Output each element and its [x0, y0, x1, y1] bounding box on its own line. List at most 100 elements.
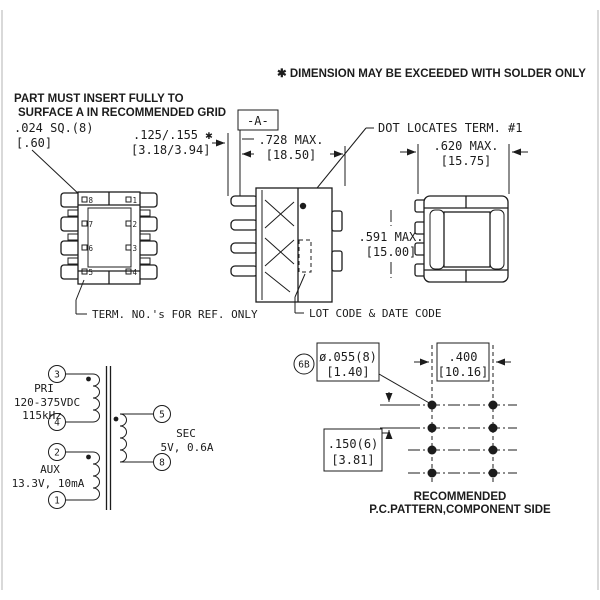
pc-pad [427, 423, 437, 433]
body-depth-dim: .620 MAX. [15.75] [400, 139, 528, 194]
datum-a: -A- [237, 109, 279, 196]
pin-tab [60, 216, 81, 232]
body-height-mm: [15.00] [366, 245, 417, 259]
lot-code-label: LOT CODE & DATE CODE [309, 307, 441, 320]
pc-pad [427, 468, 437, 478]
terminal-pad [81, 268, 88, 275]
terminal-number: 1 [133, 196, 138, 205]
term-ref-label: TERM. NO.'s FOR REF. ONLY [92, 308, 258, 321]
body-height-dim: .591 MAX. [15.00] [358, 210, 424, 278]
pri-polarity-dot [86, 376, 91, 382]
insertion-note-line1: PART MUST INSERT FULLY TO [14, 93, 184, 105]
pc-pad [427, 400, 437, 410]
front-view [414, 195, 509, 283]
pin-tab [60, 240, 81, 256]
terminal-pad [125, 268, 132, 275]
hole-dia-leader [378, 373, 432, 405]
pad-square-leader-line [31, 149, 83, 198]
pin [230, 195, 259, 207]
pin-length-dim: .125/.155 ✱ [3.18/3.94] [131, 128, 229, 196]
terminal-pad [81, 196, 88, 203]
pin [230, 242, 259, 254]
bobbin-notch [139, 233, 151, 241]
body-height-in: .591 MAX. [358, 230, 423, 244]
body-depth-mm: [15.75] [441, 154, 492, 168]
term1-dot [299, 202, 307, 210]
bobbin-window [87, 207, 132, 268]
y-pitch-box [323, 428, 383, 472]
side-view [230, 187, 343, 303]
winding-detail-lines [264, 199, 295, 293]
terminal-number: 8 [89, 196, 94, 205]
pin [230, 265, 259, 277]
sec-spec: 5V, 0.6A [161, 441, 214, 454]
pc-pad [488, 468, 498, 478]
pin-length-in: .125/.155 ✱ [133, 128, 212, 142]
body-depth-in: .620 MAX. [433, 139, 498, 153]
datum-a-label: -A- [247, 114, 269, 128]
pc-pad [488, 445, 498, 455]
pri-spec1: 120-375VDC [14, 396, 80, 409]
schematic: 3 4 PRI 120-375VDC 115kHz 2 1 AUX 13.3V,… [12, 365, 214, 510]
pin [230, 219, 259, 231]
core-face [443, 211, 491, 268]
balloon-circle [293, 353, 315, 375]
bobbin-notch [139, 257, 151, 265]
terminal-number: 4 [133, 268, 138, 277]
hole-dia-in: ø.055(8) [319, 350, 377, 364]
pc-pad [427, 445, 437, 455]
pin-tab [60, 264, 81, 280]
y-pitch-in: .150(6) [328, 437, 379, 451]
side-view-body [255, 187, 333, 303]
term-ref-note: TERM. NO.'s FOR REF. ONLY [75, 279, 258, 321]
sec-coil [119, 413, 127, 463]
sec-polarity-dot [113, 416, 119, 422]
terminal-1-label: 1 [54, 496, 60, 507]
aux-coil [92, 451, 100, 501]
bobbin-notch [67, 209, 79, 217]
sec-label: SEC [176, 427, 196, 440]
hole-dia-mm: [1.40] [326, 365, 369, 379]
pin-length-mm: [3.18/3.94] [131, 143, 210, 157]
pin-tab [137, 216, 158, 232]
pc-pattern: 6B ø.055(8) [1.40] .400 [10.16] .150(6) … [293, 342, 551, 516]
terminal-pad [125, 196, 132, 203]
pc-pad [488, 400, 498, 410]
bobbin-notch [139, 209, 151, 217]
aux-label: AUX [40, 463, 60, 476]
insertion-note: PART MUST INSERT FULLY TO SURFACE A IN R… [14, 93, 226, 198]
x-pitch-in: .400 [449, 350, 478, 364]
terminal-8-label: 8 [159, 458, 165, 469]
lot-code-note: LOT CODE & DATE CODE [294, 273, 441, 320]
x-pitch-mm: [10.16] [438, 365, 489, 379]
aux-spec: 13.3V, 10mA [12, 477, 85, 490]
pri-spec2: 115kHz [22, 409, 62, 422]
pri-label: PRI [34, 382, 54, 395]
aux-polarity-dot [86, 454, 91, 460]
terminal-pad [81, 220, 88, 227]
terminal-number: 5 [89, 268, 94, 277]
bobbin-notch [67, 233, 79, 241]
pin-tab [137, 192, 158, 208]
hole-dia-box [316, 342, 380, 382]
insertion-note-line2: SURFACE A IN RECOMMENDED GRID [18, 107, 226, 119]
terminal-2-label: 2 [54, 448, 60, 459]
pin-tab [60, 192, 81, 208]
lot-code-area [298, 239, 312, 273]
terminal-pad [81, 244, 88, 251]
pc-pattern-caption-2: P.C.PATTERN,COMPONENT SIDE [369, 504, 551, 516]
pin-tab [137, 264, 158, 280]
body-width-dim: .728 MAX. [18.50] [242, 133, 346, 186]
terminal-4-label: 4 [54, 418, 60, 429]
terminal-number: 3 [133, 244, 138, 253]
pc-pad [488, 423, 498, 433]
solder-note: ✱ DIMENSION MAY BE EXCEEDED WITH SOLDER … [277, 68, 586, 80]
terminal-pad [125, 220, 132, 227]
mount-tab [331, 210, 343, 232]
lot-code-leader [294, 273, 306, 298]
terminal-pad [125, 244, 132, 251]
body-width-in: .728 MAX. [258, 133, 323, 147]
terminal-3-label: 3 [54, 370, 60, 381]
